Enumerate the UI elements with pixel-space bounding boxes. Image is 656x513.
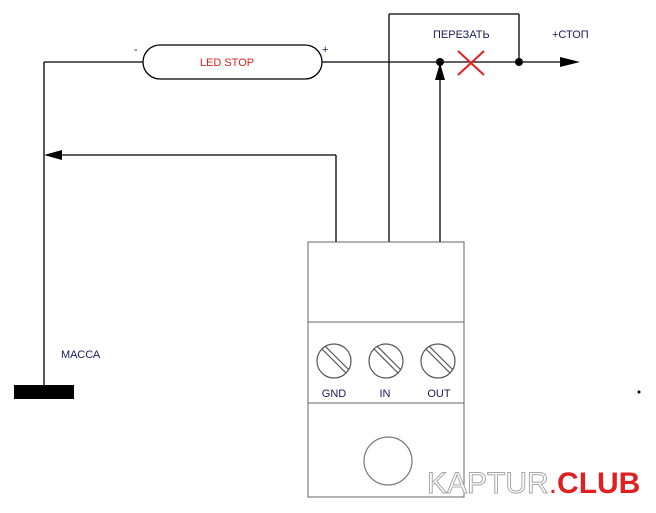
watermark-dot: .: [549, 467, 557, 500]
watermark-part2: CLUB: [557, 467, 640, 500]
terminal-gnd-label: GND: [322, 388, 347, 400]
gnd-wire: [60, 154, 337, 320]
ground-symbol: [14, 385, 74, 399]
module-indicator: [363, 436, 413, 486]
terminal-in-label: IN: [380, 388, 391, 400]
junction-dot-out: [436, 58, 444, 66]
terminal-out: [420, 343, 456, 379]
ground-label: МАССА: [61, 349, 101, 361]
out-arrow: [435, 63, 445, 80]
lamp-label: LED STOP: [200, 57, 254, 69]
terminal-out-label: OUT: [427, 388, 451, 400]
led-stop-lamp: LED STOP: [142, 44, 323, 80]
stop-output-label: +СТОП: [552, 29, 589, 41]
stray-dot: [637, 390, 641, 394]
watermark: KAPTUR.CLUB: [427, 467, 640, 500]
terminal-in: [368, 343, 404, 379]
terminal-gnd: [316, 343, 352, 379]
cut-mark: [457, 50, 485, 76]
lamp-plus-label: +: [322, 44, 328, 56]
gnd-arrow: [44, 150, 62, 160]
stop-output-arrow: [560, 57, 580, 67]
cut-label: ПЕРЕЗАТЬ: [433, 29, 490, 41]
junction-dot-in: [515, 58, 523, 66]
watermark-part1: KAPTUR: [427, 467, 549, 500]
lamp-minus-label: -: [134, 44, 138, 56]
